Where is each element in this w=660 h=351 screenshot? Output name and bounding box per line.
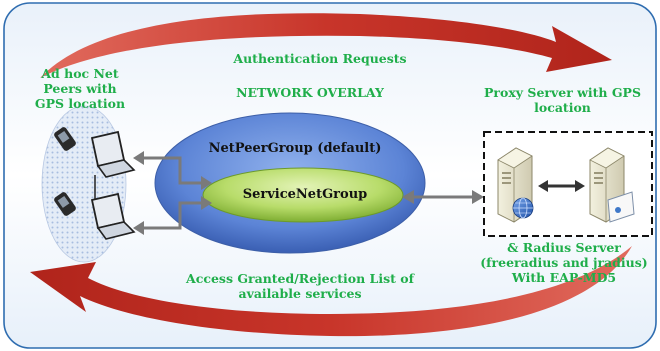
- peers-label: Ad hoc Net Peers with GPS location: [10, 66, 150, 111]
- servicenetgroup-label: ServiceNetGroup: [242, 187, 368, 202]
- radius-label-line: (freeradius and jradius): [480, 255, 648, 270]
- laptop-icon: [90, 130, 136, 178]
- radius-label-line: & Radius Server: [507, 240, 621, 255]
- phone-icon: [54, 127, 76, 151]
- peers-label-line: GPS location: [34, 96, 126, 111]
- proxy-server-label: Proxy Server with GPS location: [470, 85, 655, 115]
- connector-arrowheads: [133, 151, 212, 235]
- proxy-label-line: Proxy Server with GPS: [484, 85, 641, 100]
- radius-server-label: & Radius Server (freeradius and jradius)…: [474, 240, 654, 285]
- authentication-arc-arrow: [40, 13, 612, 78]
- access-label-line: Access Granted/Rejection List of: [186, 271, 414, 286]
- peer-connector: [140, 156, 205, 230]
- globe-icon: [512, 197, 534, 219]
- proxy-label-line: location: [534, 100, 591, 115]
- server-link-arrowhead: [538, 180, 548, 192]
- laptop-icon: [90, 192, 136, 240]
- servicenetgroup-ellipse: [202, 167, 404, 223]
- connector-arrowhead: [472, 190, 484, 204]
- peers-label-line: Peers with: [43, 81, 117, 96]
- radius-label-line: With EAP-MD5: [511, 270, 617, 285]
- adhoc-peers-region: [41, 105, 127, 263]
- access-list-arc-arrow: [30, 246, 632, 337]
- network-overlay-label: NETWORK OVERLAY: [236, 85, 384, 100]
- server-link-arrowhead: [575, 180, 585, 192]
- auth-requests-label: Authentication Requests: [233, 51, 407, 66]
- phone-icon: [54, 192, 76, 216]
- access-label-line: available services: [238, 286, 362, 301]
- connector-arrowhead: [402, 190, 414, 204]
- peers-label-line: Ad hoc Net: [41, 66, 119, 81]
- certificate-icon: [607, 191, 635, 223]
- netpeergroup-label: NetPeerGroup (default): [208, 141, 382, 156]
- access-list-label: Access Granted/Rejection List of availab…: [170, 271, 430, 301]
